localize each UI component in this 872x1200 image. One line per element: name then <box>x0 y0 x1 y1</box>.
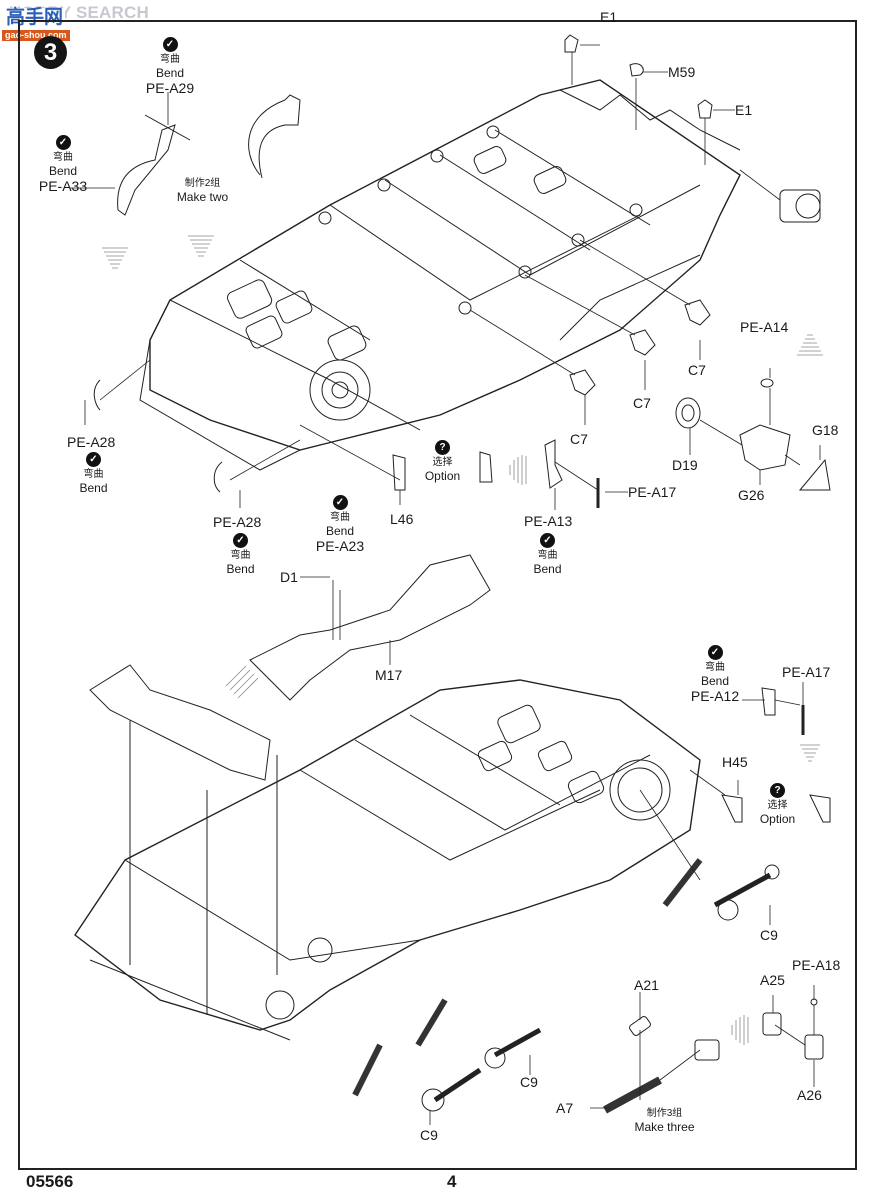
part-label-g18: G18 <box>812 422 839 438</box>
part-label-a25: A25 <box>760 972 785 988</box>
part-label-pe-a17: PE-A17 <box>782 664 831 680</box>
part-label-c9: C9 <box>420 1127 438 1143</box>
part-label: PE-A12 <box>690 688 740 704</box>
part-label-e1: E1 <box>735 102 753 118</box>
question-icon: ? <box>770 783 785 798</box>
part-label: PE-A29 <box>145 80 195 96</box>
part-label-g26: G26 <box>738 487 765 503</box>
bend-icon: ✓ <box>707 645 723 660</box>
part-label-h45: H45 <box>722 754 748 770</box>
note-option: ? 选择 Option <box>424 440 461 483</box>
note-bend-pe-a29: ✓ 弯曲 Bend PE-A29 <box>135 37 205 96</box>
note-option: ? 选择 Option <box>759 783 796 826</box>
part-label-l46: L46 <box>390 511 414 527</box>
bend-icon: ✓ <box>162 37 178 52</box>
bend-icon: ✓ <box>332 495 348 510</box>
note-bend-pe-a12: ✓ 弯曲 Bend PE-A12 <box>680 645 750 704</box>
part-label-c7: C7 <box>688 362 706 378</box>
arrow-hatch-icon <box>102 235 823 1045</box>
bend-icon: ✓ <box>540 533 555 548</box>
leader-lines <box>70 44 821 1125</box>
part-label-c7: C7 <box>570 431 588 447</box>
final-drive-parts-drawing <box>93 34 831 823</box>
page-number: 4 <box>447 1172 457 1191</box>
suspension-parts-drawing <box>352 858 824 1114</box>
part-label-m17: M17 <box>375 667 403 683</box>
part-label-pe-a28: PE-A28 <box>213 514 262 530</box>
part-label: PE-A33 <box>38 178 88 194</box>
part-label-c9: C9 <box>760 927 778 943</box>
question-icon: ? <box>435 440 450 455</box>
instruction-frame <box>18 20 857 1170</box>
part-label-c7: C7 <box>633 395 651 411</box>
part-label-d19: D19 <box>672 457 698 473</box>
part-label-e1: E1 <box>600 9 618 25</box>
watermark-cn-logo: 高手网 <box>4 7 66 28</box>
part-label: PE-A23 <box>315 538 365 554</box>
part-label-pe-a13: PE-A13 <box>524 513 573 529</box>
part-label-pe-a17: PE-A17 <box>628 484 677 500</box>
part-label-pe-a28: PE-A28 <box>67 434 116 450</box>
part-label-d1: D1 <box>280 569 298 585</box>
note-make-two: 制作2组 Make two <box>176 178 229 204</box>
part-label-a7: A7 <box>556 1100 574 1116</box>
watermark-url: gao-shou.com <box>2 30 70 41</box>
bend-icon: ✓ <box>55 135 71 150</box>
lower-hull-drawing <box>74 664 701 1041</box>
bend-icon: ✓ <box>86 452 101 467</box>
note-make-three: 制作3组 Make three <box>634 1108 695 1134</box>
product-code: 05566 <box>26 1172 74 1191</box>
part-label-a26: A26 <box>797 1087 822 1103</box>
part-label-pe-a14: PE-A14 <box>740 319 789 335</box>
note-bend-pe-a28-mid: ✓ 弯曲 Bend <box>226 533 255 576</box>
note-bend-pe-a13: ✓ 弯曲 Bend <box>533 533 562 576</box>
step-number-badge: 3 <box>34 36 67 69</box>
part-label-m59: M59 <box>668 64 696 80</box>
m17-fender-drawing <box>249 554 491 701</box>
upper-hull-drawing <box>139 79 741 471</box>
part-label-a21: A21 <box>634 977 659 993</box>
note-bend-pe-a23: ✓ 弯曲 Bend PE-A23 <box>305 495 375 554</box>
part-label-c9: C9 <box>520 1074 538 1090</box>
bend-icon: ✓ <box>233 533 248 548</box>
note-bend-pe-a28-left: ✓ 弯曲 Bend <box>79 452 108 495</box>
part-label-pe-a18: PE-A18 <box>792 957 841 973</box>
pe-fender-bracket-drawing <box>117 94 301 216</box>
note-bend-pe-a33: ✓ 弯曲 Bend PE-A33 <box>28 135 98 194</box>
